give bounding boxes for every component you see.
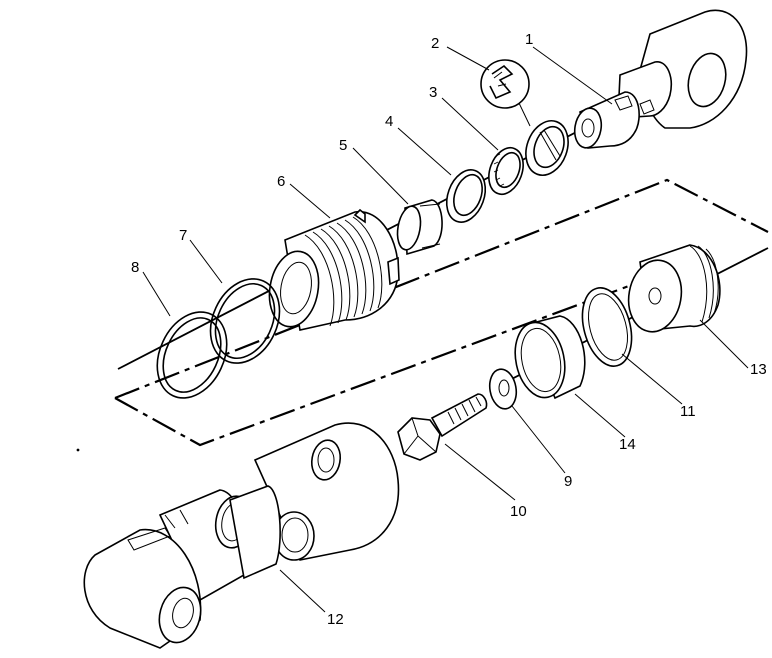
callout-3: 3 xyxy=(429,84,437,101)
callout-2: 2 xyxy=(431,35,439,52)
part-9-washer xyxy=(488,368,518,410)
stray-mark xyxy=(76,448,80,452)
part-3-seal-ring xyxy=(488,146,524,196)
callout-6: 6 xyxy=(277,173,285,190)
leader-lines xyxy=(142,46,749,613)
callout-14: 14 xyxy=(619,436,636,453)
callout-1: 1 xyxy=(525,31,533,48)
callout-5: 5 xyxy=(339,137,347,154)
part-3-bearing-ring xyxy=(525,120,569,176)
callout-13: 13 xyxy=(750,361,767,378)
callout-11: 11 xyxy=(680,403,696,420)
part-6-gland xyxy=(268,208,400,331)
part-4-backup-ring xyxy=(445,169,487,223)
callout-labels: 1 2 3 4 5 6 7 8 9 10 12 13 11 14 xyxy=(131,31,767,628)
part-7-o-ring xyxy=(209,278,281,364)
part-14-wear-band xyxy=(514,315,586,400)
callout-7: 7 xyxy=(179,227,187,244)
part-10-bolt xyxy=(397,393,488,461)
part-12-cylinder-barrel xyxy=(83,422,400,649)
part-5-bushing xyxy=(396,199,443,256)
part-13-piston xyxy=(627,244,721,333)
part-1-rod-end xyxy=(573,9,748,149)
part-11-piston-ring xyxy=(581,287,633,367)
part-8-backup-ring xyxy=(156,311,228,399)
callout-4: 4 xyxy=(385,113,393,130)
callout-12: 12 xyxy=(327,611,344,628)
callout-8: 8 xyxy=(131,259,139,276)
part-2-wiper-seal xyxy=(480,59,530,109)
callout-9: 9 xyxy=(564,473,572,490)
callout-10: 10 xyxy=(510,503,527,520)
